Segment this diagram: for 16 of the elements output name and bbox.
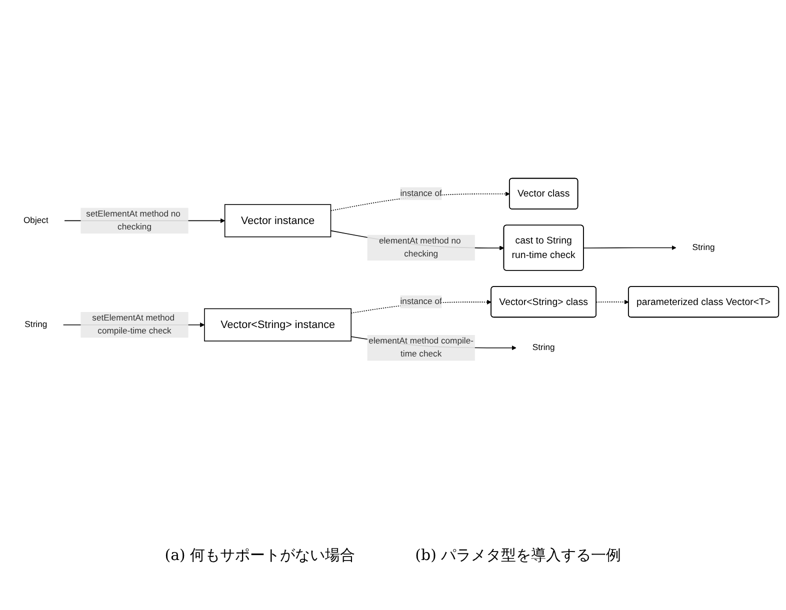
node-text: String [692, 242, 715, 252]
edge-label: setElementAt method compile-time check [92, 313, 174, 336]
edge-label: elementAt method compile-time check [368, 336, 474, 358]
arrow [583, 245, 676, 250]
figure-caption: (a) 何もサポートがない場合 [164, 546, 356, 565]
edge-label: elementAt method no checking [378, 236, 461, 258]
node-text: String [24, 320, 48, 329]
arrow [596, 299, 629, 304]
edge-label: instance of [400, 296, 442, 306]
node-box: Vector instance [224, 204, 332, 237]
figure-caption: (b) パラメタ型を導入する一例 [415, 546, 622, 565]
node-text: String [532, 342, 555, 352]
node-text: Object [23, 215, 48, 225]
node-box: Vector<String> instance [204, 308, 352, 342]
edge-label: setElementAt method no checking [86, 209, 180, 232]
edge-label: instance of [400, 188, 442, 198]
